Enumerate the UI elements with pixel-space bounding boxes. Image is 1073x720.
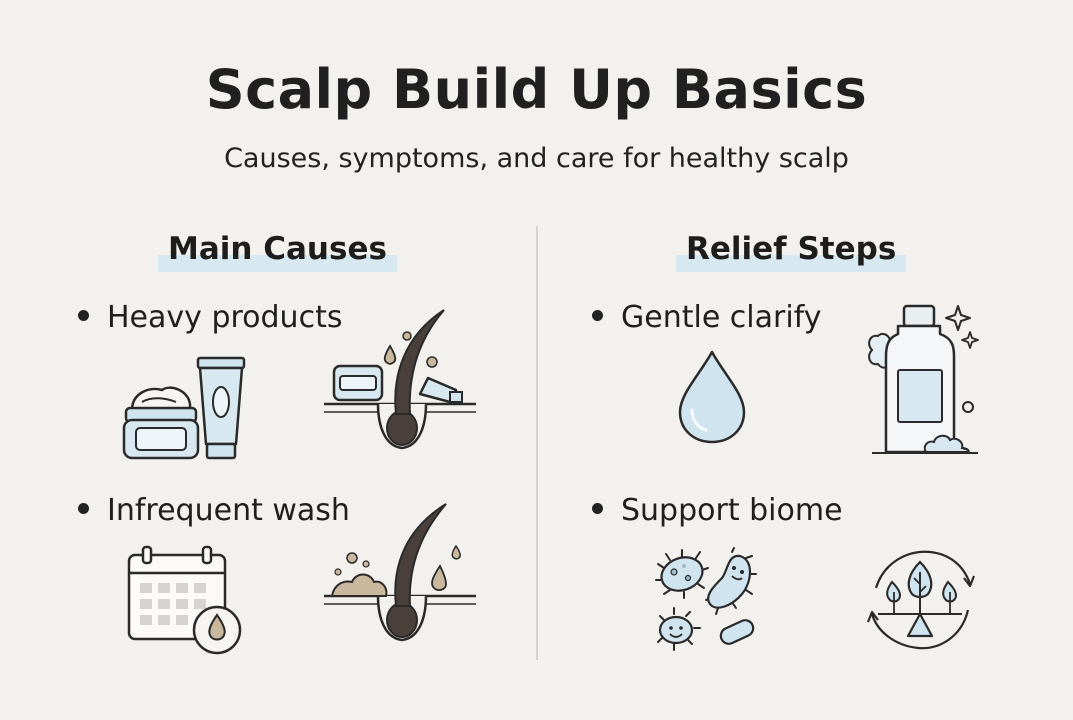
bullet-item: Gentle clarify	[592, 300, 821, 335]
ecosystem-cycle-icon	[866, 550, 976, 650]
cream-jar-icon	[122, 386, 200, 460]
water-drop-icon	[678, 350, 746, 444]
bullet-item: Heavy products	[78, 300, 342, 335]
main-causes-heading: Main Causes	[158, 230, 397, 272]
bullet-dot	[78, 503, 89, 514]
microbes-icon	[655, 547, 757, 651]
follicle-debris-icon	[324, 503, 476, 642]
bullet-label: Heavy products	[107, 300, 343, 335]
bullet-dot	[78, 310, 89, 321]
bullet-item: Support biome	[592, 493, 843, 528]
page-title: Scalp Build Up Basics	[205, 58, 868, 121]
page-subtitle: Causes, symptoms, and care for healthy s…	[224, 143, 849, 174]
bullet-dot	[592, 310, 603, 321]
bullet-label: Gentle clarify	[621, 300, 822, 335]
bullet-label: Support biome	[621, 493, 843, 528]
shampoo-bottle-icon	[868, 304, 979, 454]
relief-steps-heading: Relief Steps	[676, 230, 907, 272]
column-divider	[536, 226, 538, 660]
bullet-label: Infrequent wash	[107, 493, 350, 528]
bullet-dot	[592, 503, 603, 514]
follicle-product-icon	[324, 309, 476, 450]
calendar-oil-icon	[127, 545, 242, 655]
bullet-item: Infrequent wash	[78, 493, 350, 528]
tube-icon	[196, 356, 246, 460]
